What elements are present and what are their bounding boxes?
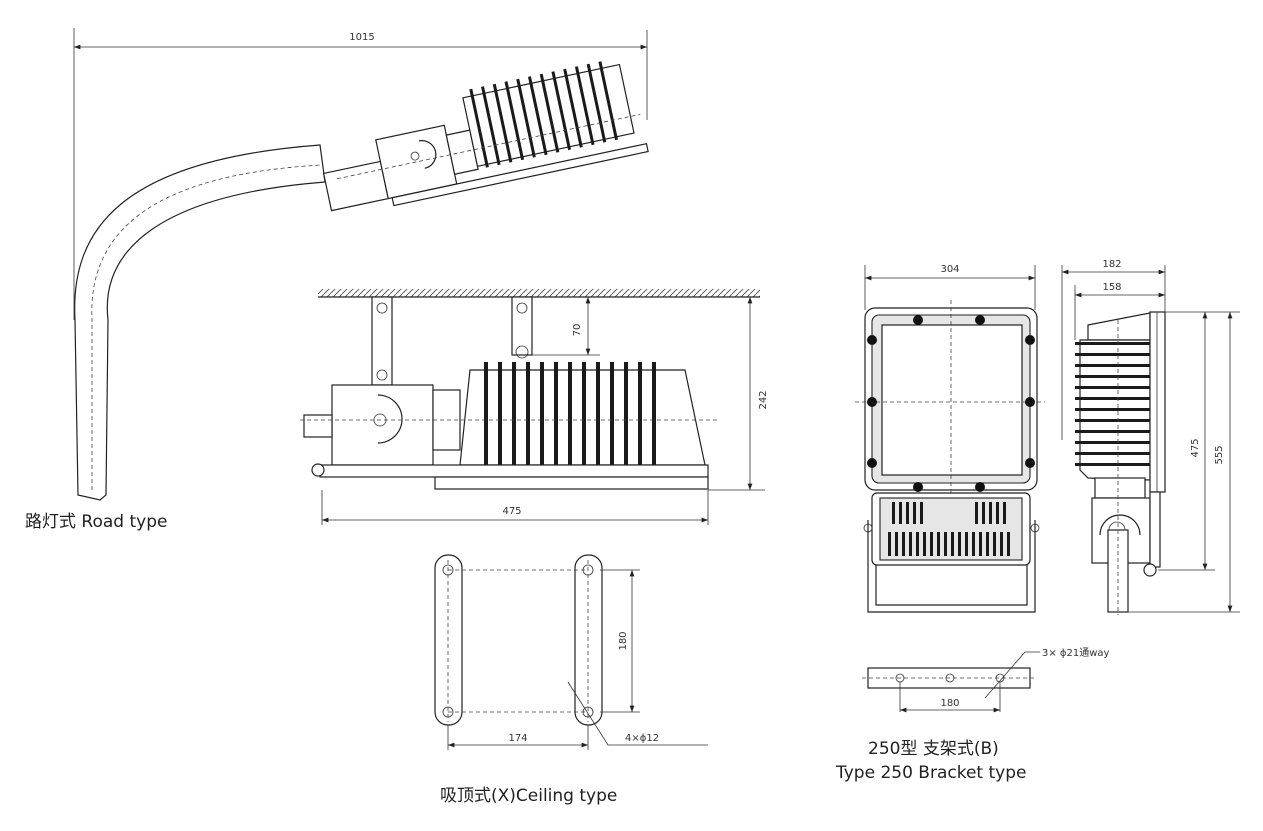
ceiling-type-caption: 吸顶式(X)Ceiling type bbox=[440, 786, 617, 806]
bracket-caption-cn: 250型 支架式(B) bbox=[868, 739, 999, 759]
bracket-type-front-view: 304 180 3× ϕ21通way 250型 支架式(B) Type 250 … bbox=[835, 264, 1110, 783]
dimension-label: 304 bbox=[940, 264, 959, 275]
ceiling-type-view: 475 242 70 180 174 4×ϕ12 吸顶式(X)Ceiling t… bbox=[300, 289, 769, 806]
dimension-label: 180 bbox=[940, 698, 959, 709]
dimension-label: 174 bbox=[508, 733, 527, 744]
bracket-type-side-view: 182 158 475 555 bbox=[1061, 259, 1240, 615]
dimension-label: 242 bbox=[758, 390, 769, 409]
dimension-label: 475 bbox=[502, 506, 521, 517]
pole bbox=[74, 144, 326, 501]
holes-label: 4×ϕ12 bbox=[625, 733, 659, 744]
road-type-caption: 路灯式 Road type bbox=[25, 512, 167, 532]
dimension-label: 475 bbox=[1190, 438, 1201, 457]
holes-label: 3× ϕ21通way bbox=[1042, 647, 1110, 659]
bracket-caption-en: Type 250 Bracket type bbox=[835, 763, 1026, 783]
road-type-view: 1015 路灯式 Road type bbox=[25, 28, 649, 532]
dimension-label: 180 bbox=[618, 631, 629, 650]
dimension-label: 158 bbox=[1102, 282, 1121, 293]
dimension-label: 1015 bbox=[349, 32, 374, 43]
dimension-label: 70 bbox=[572, 324, 583, 337]
dimension-label: 555 bbox=[1214, 445, 1225, 464]
luminaire bbox=[322, 61, 649, 212]
dimension-label: 182 bbox=[1102, 259, 1121, 270]
